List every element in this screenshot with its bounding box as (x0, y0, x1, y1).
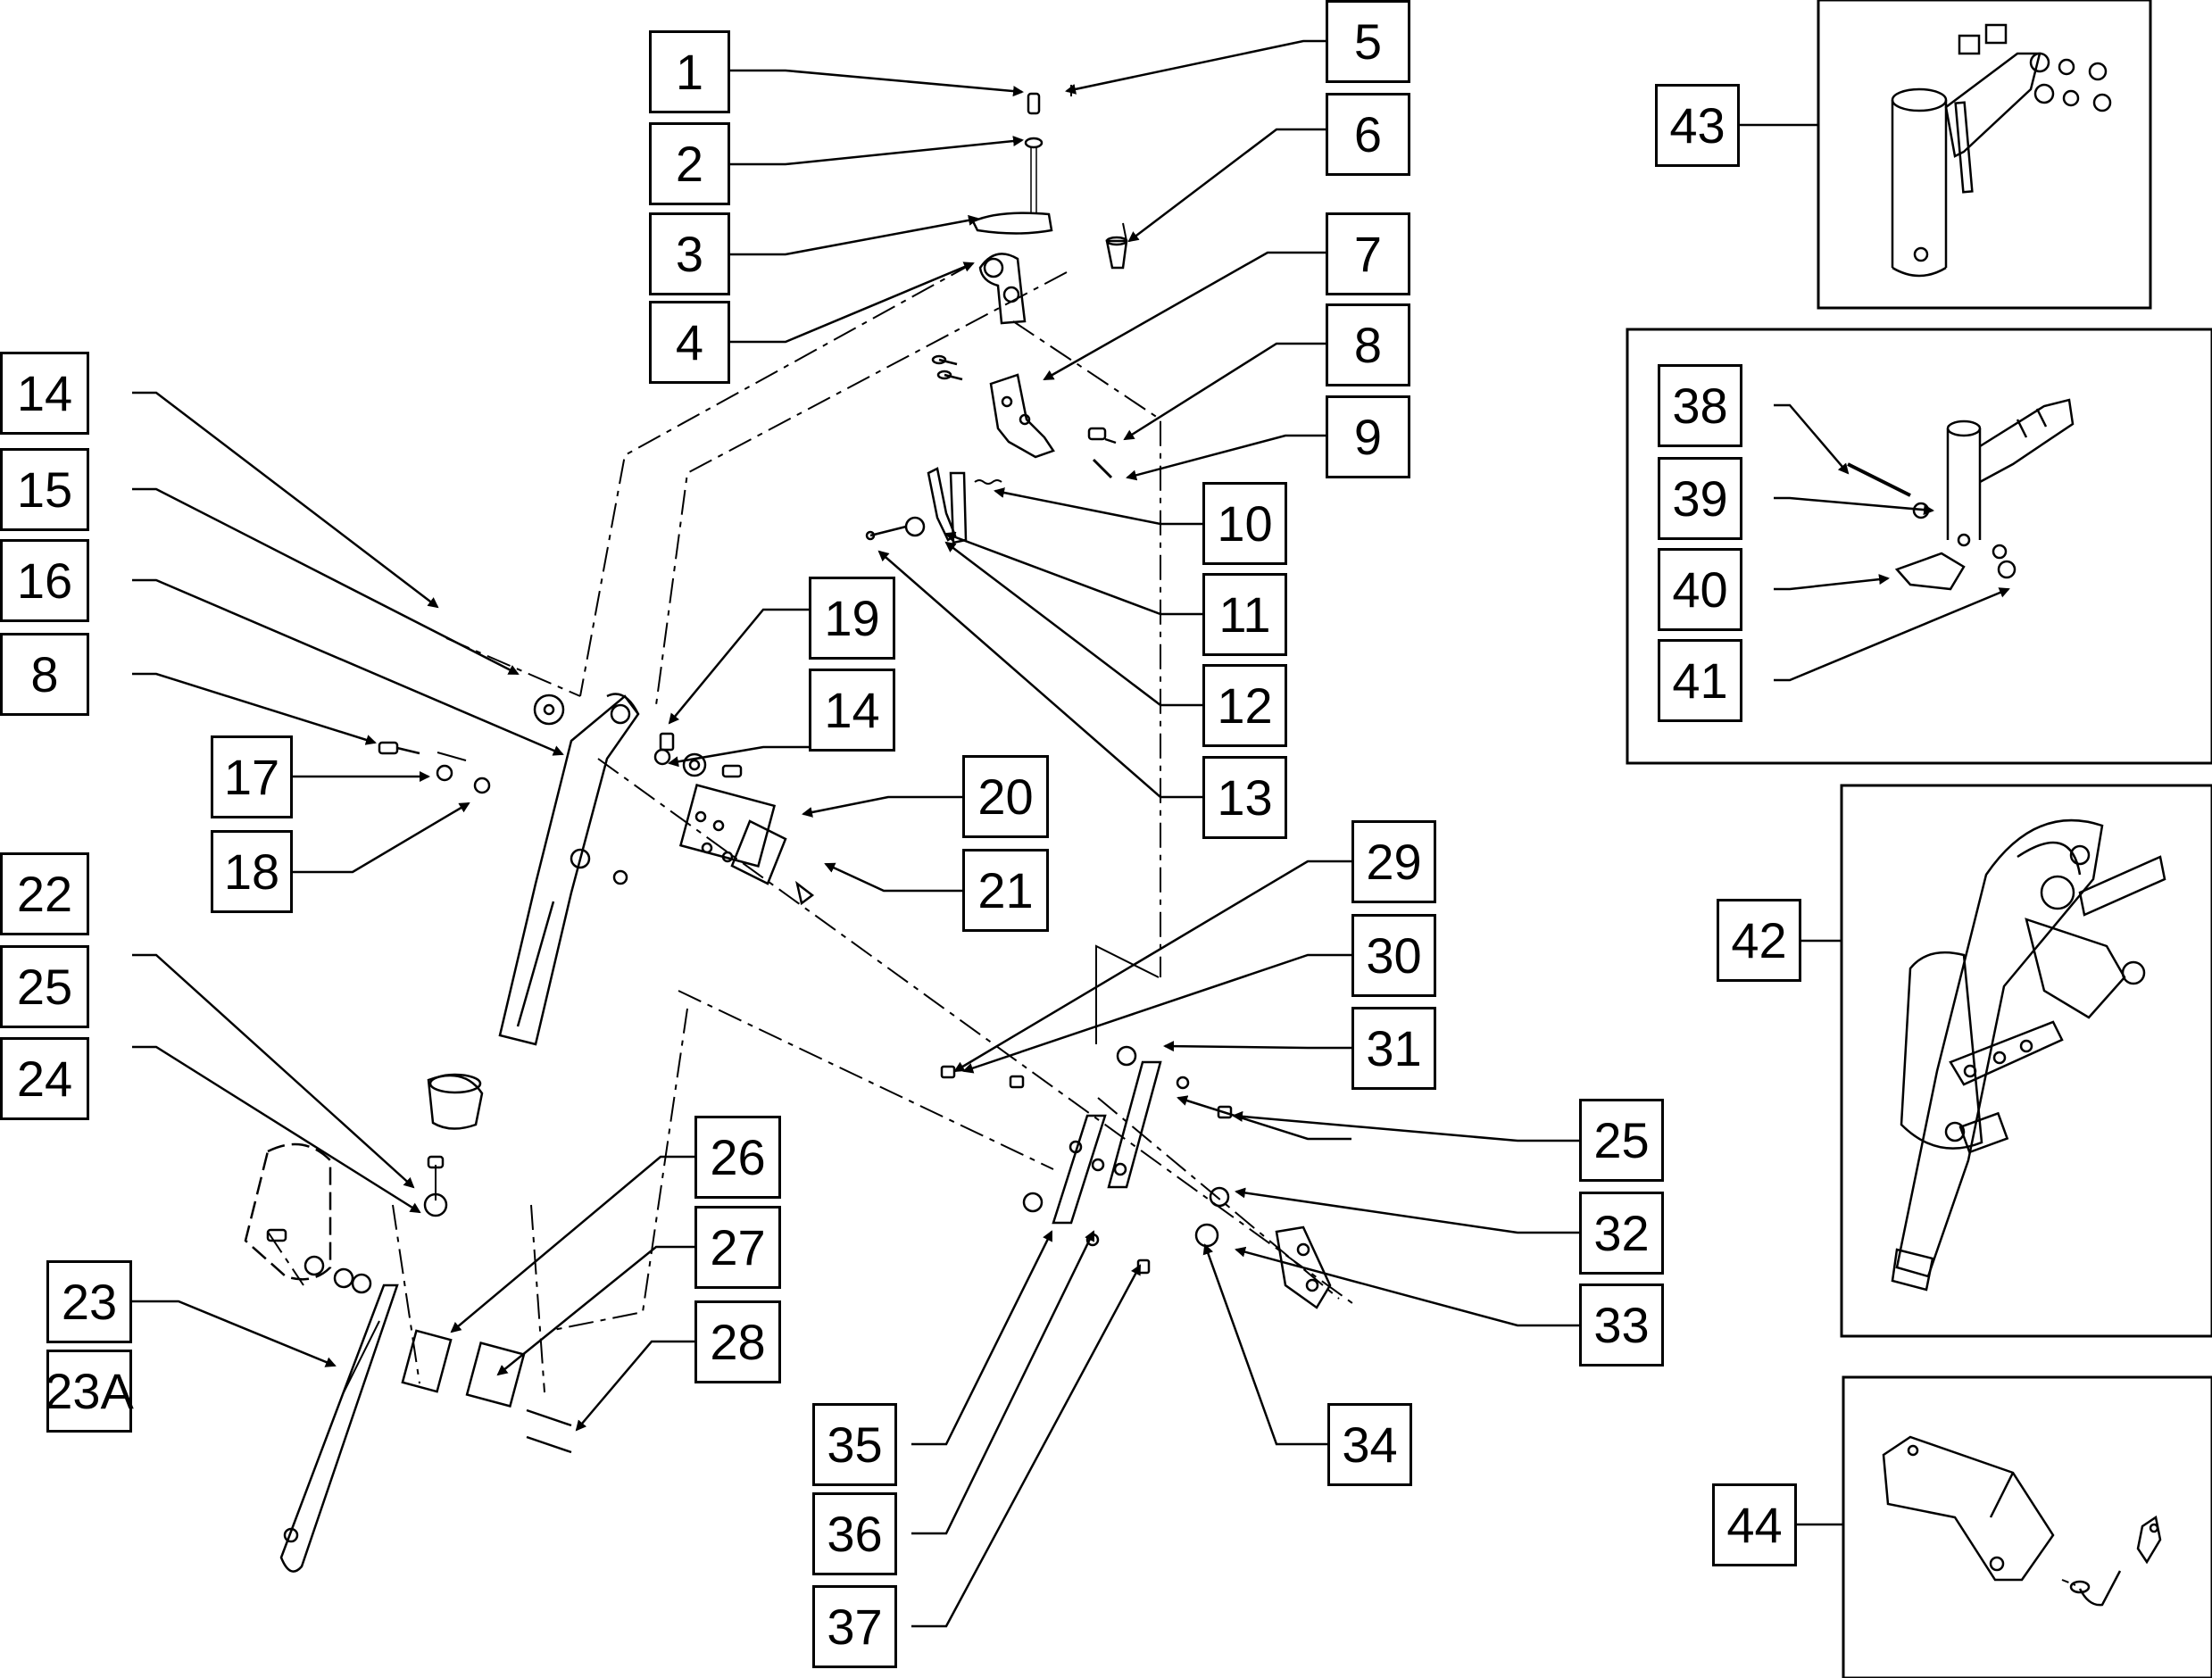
callout-40: 40 (1658, 548, 1742, 631)
top-mechanism (865, 85, 1128, 544)
callout-25-right: 25 (1579, 1099, 1664, 1182)
callout-32: 32 (1579, 1192, 1664, 1275)
callout-26: 26 (694, 1116, 781, 1199)
lower-assembly (244, 1142, 572, 1573)
callout-5: 5 (1326, 0, 1410, 83)
callout-14-mid: 14 (809, 669, 895, 752)
assembly-lines (267, 262, 1353, 1393)
callout-44: 44 (1712, 1483, 1797, 1566)
callout-37: 37 (812, 1585, 897, 1668)
callout-2: 2 (649, 122, 730, 205)
callout-31: 31 (1351, 1007, 1436, 1090)
callout-18: 18 (211, 830, 293, 913)
leader-lines (132, 39, 2010, 1628)
callout-21: 21 (962, 849, 1049, 932)
callout-29: 29 (1351, 820, 1436, 903)
callout-24: 24 (0, 1037, 89, 1120)
callout-23: 23 (46, 1260, 132, 1343)
callout-9: 9 (1326, 395, 1410, 478)
callout-39: 39 (1658, 457, 1742, 540)
callout-28: 28 (694, 1300, 781, 1383)
callout-12: 12 (1202, 664, 1287, 747)
callout-23A: 23A (45, 1350, 134, 1433)
callout-20: 20 (962, 755, 1049, 838)
inset-42-part (1891, 818, 2166, 1292)
callout-22: 22 (0, 852, 89, 935)
callout-35: 35 (812, 1403, 897, 1486)
callout-3: 3 (649, 212, 730, 295)
callout-14-left: 14 (0, 352, 89, 435)
callout-6: 6 (1326, 93, 1410, 176)
callout-4: 4 (649, 301, 730, 384)
callout-34: 34 (1327, 1403, 1412, 1486)
callout-36: 36 (812, 1492, 897, 1575)
inset-44-part (1882, 1435, 2162, 1607)
callout-27: 27 (694, 1206, 781, 1289)
callout-43: 43 (1655, 84, 1740, 167)
callout-1: 1 (649, 30, 730, 113)
callout-15: 15 (0, 448, 89, 531)
callout-16: 16 (0, 539, 89, 622)
callout-8-top: 8 (1326, 303, 1410, 386)
inset-43-part (1891, 23, 2112, 278)
callout-38: 38 (1658, 364, 1742, 447)
callout-13: 13 (1202, 756, 1287, 839)
callout-10: 10 (1202, 482, 1287, 565)
callout-11: 11 (1202, 573, 1287, 656)
callout-8-left: 8 (0, 633, 89, 716)
inset-38-41-part (1847, 398, 2075, 591)
callout-42: 42 (1717, 899, 1801, 982)
callout-19: 19 (809, 577, 895, 660)
main-arm (378, 693, 815, 1130)
link-assembly (940, 1045, 1332, 1309)
callout-7: 7 (1326, 212, 1410, 295)
callout-25-left: 25 (0, 945, 89, 1028)
callout-33: 33 (1579, 1283, 1664, 1366)
callout-17: 17 (211, 735, 293, 818)
callout-30: 30 (1351, 914, 1436, 997)
callout-41: 41 (1658, 639, 1742, 722)
